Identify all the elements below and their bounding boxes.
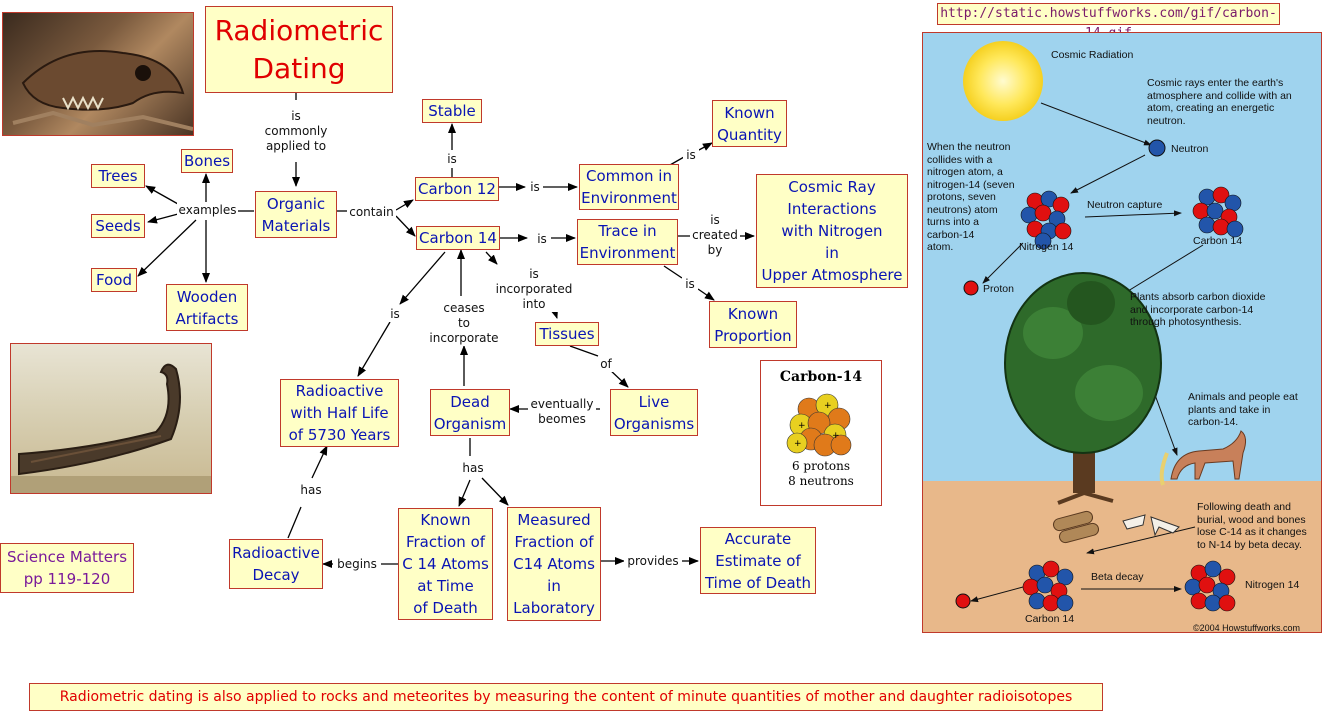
carbon-14-atom-card: Carbon-14 + + + + 6 protons 8 neutrons [760, 360, 882, 506]
proton-icon [963, 280, 979, 296]
svg-text:+: + [798, 421, 806, 431]
concept-food: Food [91, 268, 137, 292]
svg-text:+: + [824, 401, 832, 411]
link-label-begins: begins [333, 556, 381, 573]
tree-icon [1004, 272, 1162, 505]
label-carbon-14-bottom: Carbon 14 [1025, 613, 1075, 625]
link-label-carbon14-is: is [534, 231, 550, 247]
link-label-decay-has: has [296, 482, 326, 499]
label-cosmic-radiation: Cosmic Radiation [1051, 49, 1134, 61]
svg-text:+: + [794, 439, 802, 449]
emitted-particle-icon [955, 593, 971, 609]
link-label-dead-has: has [458, 460, 488, 477]
source-url-link[interactable]: http://static.howstuffworks.com/gif/carb… [937, 3, 1280, 41]
label-nitrogen-14-bottom: Nitrogen 14 [1245, 579, 1300, 591]
concept-carbon-12: Carbon 12 [415, 177, 499, 201]
carbon-14-cycle-illustration: Cosmic Radiation Cosmic rays enter the e… [922, 32, 1322, 633]
link-label-provides: provides [624, 553, 682, 570]
carbon-14-nucleus-top-icon [1192, 186, 1244, 238]
trex-skull-icon [12, 50, 193, 131]
link-label-contain: contain [347, 204, 396, 221]
link-label-trace-is: is [682, 276, 698, 292]
carbon-14-neutrons: 8 neutrons [788, 474, 854, 488]
link-label-carbon12-is: is [527, 179, 543, 195]
trex-skeleton-photo [2, 12, 194, 136]
link-label-stable-is: is [445, 151, 459, 167]
concept-trees: Trees [91, 164, 145, 188]
sun-icon [963, 41, 1043, 121]
wood-logs-icon [1052, 510, 1100, 544]
footer-note: Radiometric dating is also applied to ro… [29, 683, 1103, 711]
concept-tissues: Tissues [535, 322, 599, 346]
label-proton: Proton [983, 283, 1014, 295]
label-nitrogen-14-top: Nitrogen 14 [1019, 241, 1074, 253]
link-label-common-is: is [683, 147, 699, 163]
carbon-14-nucleus-icon: + + + + [786, 393, 852, 457]
title-radiometric-dating: Radiometric Dating [205, 6, 393, 93]
label-beta-decay: Beta decay [1091, 571, 1144, 583]
svg-text:+: + [832, 431, 840, 441]
concept-carbon-14: Carbon 14 [416, 226, 500, 250]
carbon-cycle-drawing [923, 41, 1321, 632]
link-label-examples: examples [177, 202, 238, 219]
bones-icon [1122, 514, 1180, 537]
carbon-14-card-title: Carbon-14 [779, 369, 863, 385]
viking-ship-photo [10, 343, 212, 494]
link-label-of: of [598, 356, 614, 372]
carbon-14-protons: 6 protons [791, 459, 851, 473]
concept-bones: Bones [181, 149, 233, 173]
concept-stable: Stable [422, 99, 482, 123]
neutron-icon [1148, 139, 1166, 157]
label-neutron-capture: Neutron capture [1087, 199, 1163, 211]
label-copyright: ©2004 Howstuffworks.com [1193, 623, 1301, 633]
science-matters-reference: Science Matters pp 119-120 [0, 543, 134, 593]
nitrogen-14-nucleus-bottom-icon [1184, 560, 1236, 612]
concept-seeds: Seeds [91, 214, 145, 238]
nitrogen-14-nucleus-icon [1020, 190, 1072, 250]
label-neutron: Neutron [1171, 143, 1209, 155]
label-carbon-14-top: Carbon 14 [1193, 235, 1243, 247]
link-label-carbon14-is-radioactive: is [387, 306, 403, 322]
horse-icon [1159, 430, 1247, 486]
carbon-14-nucleus-bottom-icon [1022, 560, 1074, 612]
viking-ship-icon [11, 363, 211, 493]
